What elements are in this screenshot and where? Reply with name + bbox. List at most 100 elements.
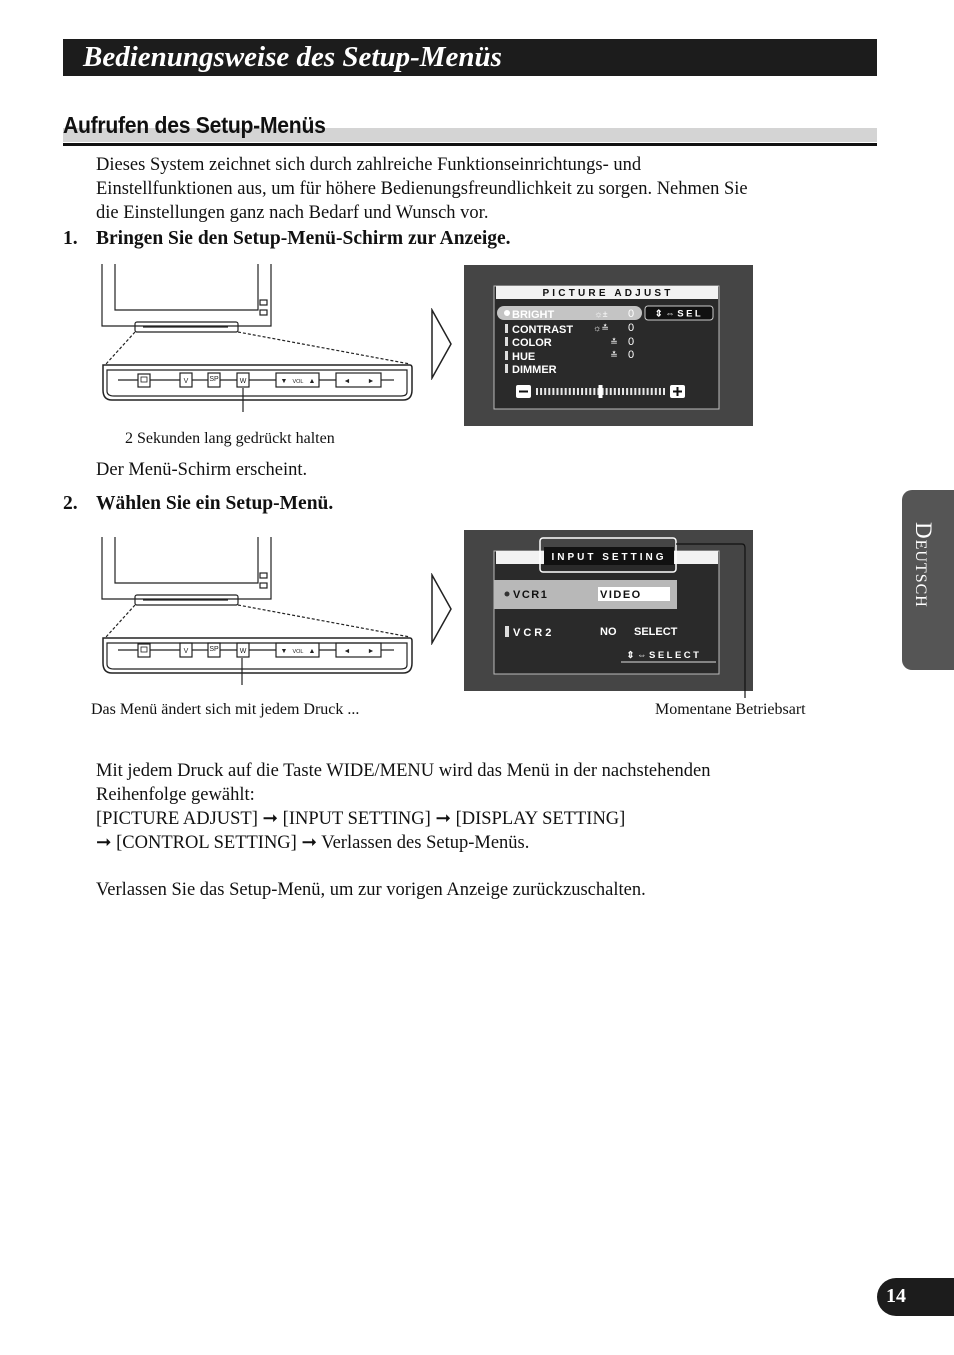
slider-tick xyxy=(568,388,571,395)
step-arrow-icon xyxy=(431,573,452,645)
vol-down-label: ▼ xyxy=(281,648,288,655)
color-icon: ≛ xyxy=(610,337,618,347)
page-number-badge: 14 xyxy=(877,1278,954,1316)
osd-select-hint: ⇕⇔SELECT xyxy=(627,650,702,661)
arrow-right-icon: ➞ xyxy=(262,809,279,829)
slider-tick xyxy=(564,388,567,395)
step-1-caption: 2 Sekunden lang gedrückt halten xyxy=(125,430,335,447)
slider-tick xyxy=(638,388,641,395)
osd-marker-icon xyxy=(505,351,508,360)
slider-tick xyxy=(605,388,608,395)
intro-line: die Einstellungen ganz nach Bedarf und W… xyxy=(96,203,489,223)
slider-tick xyxy=(593,388,596,395)
slider-tick xyxy=(622,388,625,395)
slider-tick xyxy=(597,388,600,395)
slider-tick xyxy=(646,388,649,395)
slider-tick xyxy=(650,388,653,395)
slider-tick xyxy=(658,388,661,395)
v-button-label: V xyxy=(184,648,189,655)
slider-tick xyxy=(642,388,645,395)
slider-tick xyxy=(654,388,657,395)
step-1-heading: 1. Bringen Sie den Setup-Menü-Schirm zur … xyxy=(63,228,511,250)
menu-input-setting: [INPUT SETTING] xyxy=(282,809,431,829)
osd-item-bright: BRIGHT xyxy=(512,309,554,321)
w-button-label: W xyxy=(240,648,247,655)
sp-button-label: SP xyxy=(209,376,219,383)
monitor-icon xyxy=(140,646,148,653)
step-2-caption-left: Das Menü ändert sich mit jedem Druck ... xyxy=(91,701,360,718)
chapter-banner: Bedienungsweise des Setup-Menüs xyxy=(63,39,877,76)
slider-tick xyxy=(536,388,538,395)
osd-title: INPUT SETTING xyxy=(551,552,666,563)
slider-scale xyxy=(536,388,665,395)
hue-icon: ≛ xyxy=(610,350,618,360)
slider-tick xyxy=(572,388,575,395)
slider-tick xyxy=(617,388,620,395)
osd-item-color: COLOR xyxy=(512,337,552,349)
vol-up-label: ▲ xyxy=(309,378,316,385)
right-arrow-label: ► xyxy=(368,378,375,385)
device-illustration-1: V SP W ▼ VOL ▲ ◄ ► xyxy=(101,264,413,412)
bright-value: 0 xyxy=(628,308,634,320)
step-number: 2. xyxy=(63,493,78,514)
menu-exit: Verlassen des Setup-Menüs. xyxy=(321,833,530,853)
vol-label: VOL xyxy=(292,649,303,655)
sp-button-label: SP xyxy=(209,646,219,653)
menu-control-setting: [CONTROL SETTING] xyxy=(116,833,297,853)
color-value: 0 xyxy=(628,336,634,348)
body-line: Mit jedem Druck auf die Taste WIDE/MENU … xyxy=(96,761,711,781)
body-line: Reihenfolge gewählt: xyxy=(96,785,255,805)
device-illustration-2: V SP W ▼ VOL ▲ ◄ ► xyxy=(101,537,413,685)
language-side-tab: Deutsch xyxy=(902,490,954,670)
menu-sequence-paragraph: Mit jedem Druck auf die Taste WIDE/MENU … xyxy=(96,759,836,855)
osd-marker-icon xyxy=(505,626,509,637)
hue-value: 0 xyxy=(628,349,634,361)
brightness-icon: ☼± xyxy=(594,309,607,319)
step-text: Bringen Sie den Setup-Menü-Schirm zur An… xyxy=(96,228,511,249)
chapter-title: Bedienungsweise des Setup-Menüs xyxy=(83,41,502,73)
exit-note: Verlassen Sie das Setup-Menü, um zur vor… xyxy=(96,880,646,900)
page-number: 14 xyxy=(886,1285,906,1307)
current-mode-callout-line xyxy=(676,543,746,698)
left-arrow-label: ◄ xyxy=(344,378,351,385)
sequence-line-2: ➞ [CONTROL SETTING] ➞ Verlassen des Setu… xyxy=(96,831,836,855)
osd-selected-item-highlight xyxy=(497,306,642,320)
slider-tick xyxy=(556,388,559,395)
slider-tick xyxy=(609,388,612,395)
intro-line: Dieses System zeichnet sich durch zahlre… xyxy=(96,155,642,175)
osd-item-hue: HUE xyxy=(512,351,535,363)
osd-marker-icon xyxy=(505,364,508,373)
slider-tick xyxy=(663,388,665,395)
slider-tick xyxy=(581,388,584,395)
right-arrow-label: ► xyxy=(368,648,375,655)
menu-picture-adjust: [PICTURE ADJUST] xyxy=(96,809,258,829)
slider-tick xyxy=(626,388,629,395)
vol-up-label: ▲ xyxy=(309,648,316,655)
arrow-right-icon: ➞ xyxy=(96,833,112,853)
intro-paragraph: Dieses System zeichnet sich durch zahlre… xyxy=(96,153,836,225)
v-button-label: V xyxy=(184,378,189,385)
slider-knob xyxy=(598,385,603,398)
step-number: 1. xyxy=(63,228,78,249)
section-heading: Aufrufen des Setup-Menüs xyxy=(63,112,877,147)
osd-item-dimmer: DIMMER xyxy=(512,364,557,376)
vcr1-value: VIDEO xyxy=(600,589,642,601)
slider-tick xyxy=(540,388,543,395)
slider-tick xyxy=(585,388,588,395)
osd-sel-hint: ⇕⇔SEL xyxy=(655,309,703,320)
vcr1-bullet-icon xyxy=(504,591,510,597)
contrast-value: 0 xyxy=(628,322,634,334)
contrast-icon: ☼≛ xyxy=(593,323,609,333)
vcr2-value: NO xyxy=(600,626,617,638)
slider-tick xyxy=(560,388,563,395)
vol-down-label: ▼ xyxy=(281,378,288,385)
step-text: Wählen Sie ein Setup-Menü. xyxy=(96,493,334,514)
left-arrow-label: ◄ xyxy=(344,648,351,655)
slider-tick xyxy=(548,388,551,395)
w-button-label: W xyxy=(240,378,247,385)
osd-title: PICTURE ADJUST xyxy=(542,288,673,299)
arrow-right-icon: ➞ xyxy=(301,833,317,853)
bright-bullet-icon xyxy=(504,310,510,316)
step-2-heading: 2. Wählen Sie ein Setup-Menü. xyxy=(63,493,333,515)
slider-tick xyxy=(601,388,604,395)
